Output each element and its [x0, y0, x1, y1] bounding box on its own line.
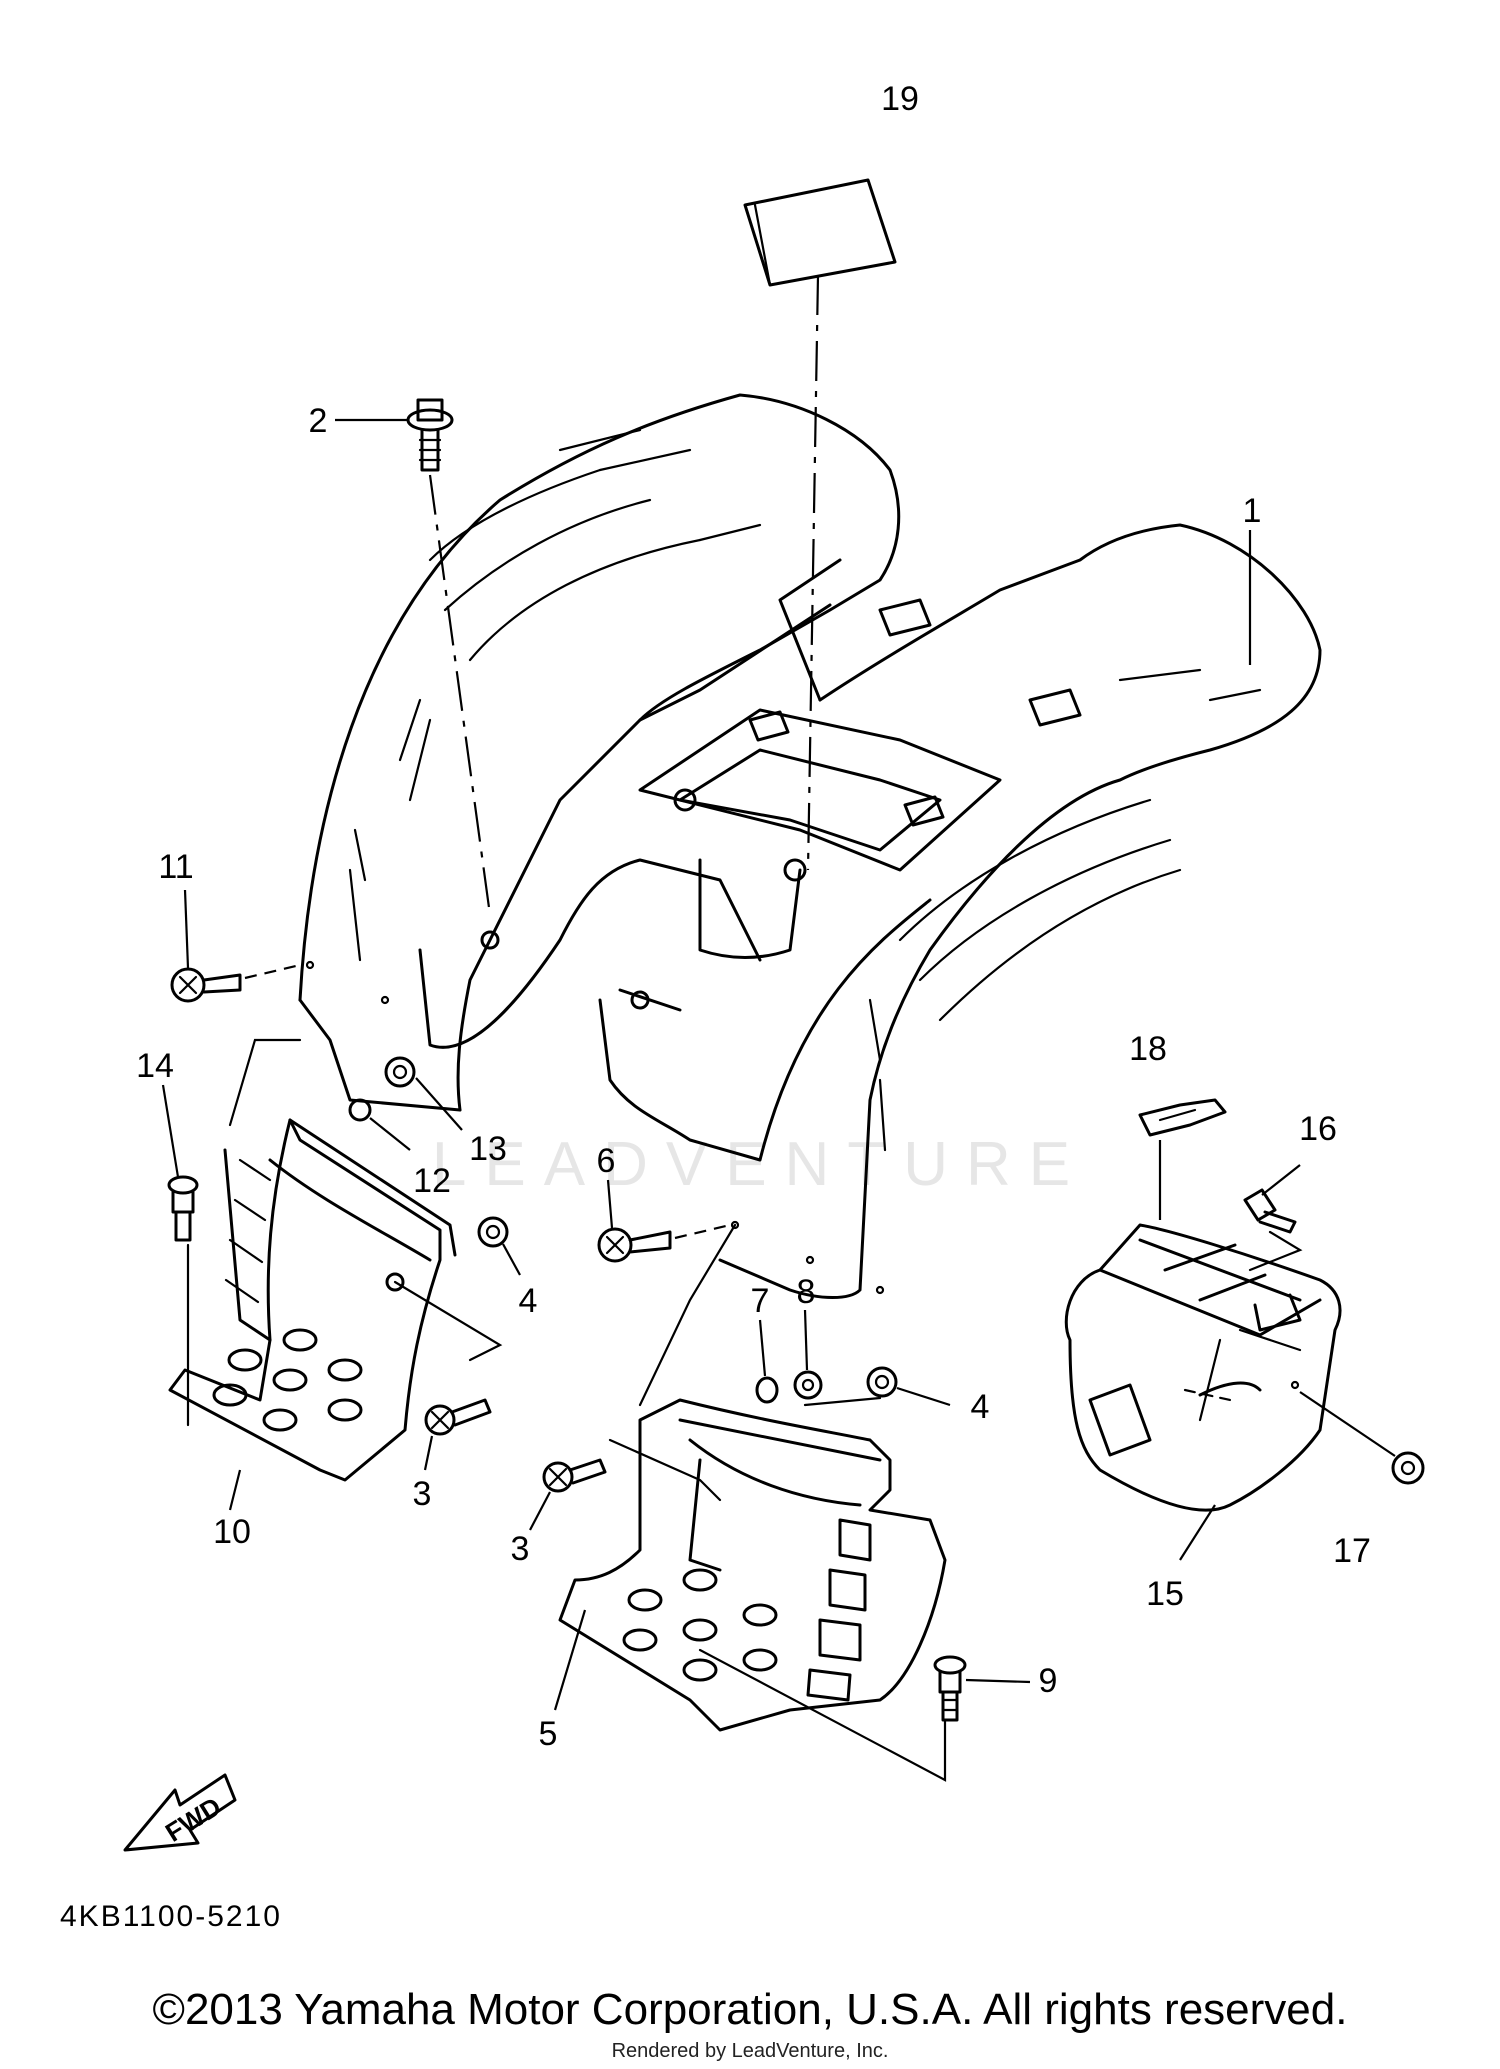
callout-15: 15 [1146, 1575, 1184, 1613]
part-4-nut-left [477, 1216, 521, 1276]
callout-19: 19 [881, 80, 919, 118]
part-13-nut [384, 1056, 463, 1131]
fwd-label: FWD [160, 1791, 226, 1848]
callout-7: 7 [751, 1282, 770, 1320]
part-1-rear-fender [298, 393, 1322, 1299]
mount-hole-icon [480, 930, 500, 950]
part-9-bolt [933, 1655, 1031, 1722]
part-10-left-flap [168, 1038, 503, 1511]
part-16-screw [1243, 1164, 1301, 1234]
callout-13: 13 [469, 1130, 507, 1168]
callout-11: 11 [158, 848, 193, 886]
part-3-screw-right [529, 1458, 607, 1531]
part-11-screw [170, 889, 301, 1003]
part-12-washer [348, 1098, 411, 1151]
part-8-nut [793, 1309, 823, 1400]
callout-5: 5 [539, 1715, 558, 1753]
part-5-right-flap [553, 1223, 947, 1782]
callout-3-left: 3 [413, 1475, 432, 1513]
callout-6: 6 [597, 1142, 616, 1180]
callout-2: 2 [309, 402, 328, 440]
callout-9: 9 [1039, 1662, 1058, 1700]
mount-hole-icon [783, 858, 807, 882]
part-15-storage-box [1064, 1223, 1342, 1561]
part-2-bolt [335, 398, 492, 916]
part-4-nut-right [803, 1366, 951, 1407]
callout-12: 12 [413, 1162, 451, 1200]
callout-4-left: 4 [519, 1282, 538, 1320]
callout-17: 17 [1333, 1532, 1371, 1570]
callout-1: 1 [1243, 492, 1262, 530]
callout-4-right: 4 [971, 1388, 990, 1426]
mount-hole-icon [630, 990, 650, 1010]
callout-14: 14 [136, 1047, 174, 1085]
callout-3-right: 3 [511, 1530, 530, 1568]
fwd-arrow-icon: FWD [123, 1773, 237, 1852]
callout-18: 18 [1129, 1030, 1167, 1068]
part-18-clip [1138, 1098, 1227, 1220]
diagram-code: 4KB1100-5210 [60, 1900, 282, 1933]
callout-8: 8 [797, 1273, 816, 1311]
mount-hole-icon [673, 788, 697, 812]
callout-16: 16 [1299, 1110, 1337, 1148]
part-3-screw-left [423, 1398, 492, 1471]
watermark-text: LEADVENTURE [432, 1130, 1088, 1199]
part-7-washer [755, 1319, 779, 1404]
part-6-screw [597, 1179, 731, 1263]
part-17-nut [1299, 1391, 1425, 1485]
part-19-label-plate [743, 178, 897, 871]
rendered-by-notice: Rendered by LeadVenture, Inc. [611, 2040, 889, 2062]
part-14-bolt [161, 1084, 199, 1427]
callout-10: 10 [213, 1513, 251, 1551]
copyright-notice: ©2013 Yamaha Motor Corporation, U.S.A. A… [152, 1985, 1348, 2034]
